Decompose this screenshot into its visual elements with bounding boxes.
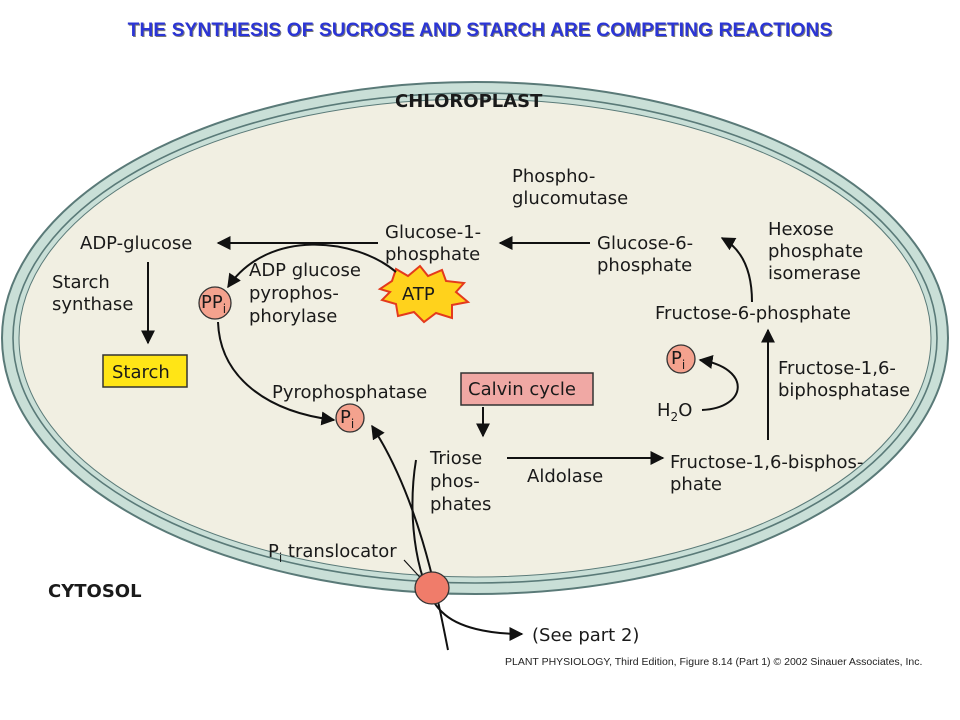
pyrophosphatase-label: Pyrophosphatase [272, 382, 427, 403]
atp-star [377, 264, 471, 324]
triose-phosphates-label-line3: phates [430, 494, 491, 515]
slide-title: THE SYNTHESIS OF SUCROSE AND STARCH ARE … [0, 20, 960, 42]
pi-circle-pyrophosphatase [335, 403, 365, 433]
atp-label: ATP [402, 284, 435, 305]
chloroplast-envelope [1, 81, 949, 595]
agpase-label-line3: phorylase [249, 306, 337, 327]
fbpase-label-line2: biphosphatase [778, 380, 910, 401]
arrow-cytosol-pi-import [371, 424, 449, 651]
agpase-label-line1: ADP glucose [249, 260, 361, 281]
slide-title-shadow: THE SYNTHESIS OF SUCROSE AND STARCH ARE … [128, 21, 834, 42]
figure-caption: PLANT PHYSIOLOGY, Third Edition, Figure … [505, 656, 922, 668]
adp-glucose-label: ADP-glucose [80, 233, 192, 254]
arrow-water-pi-release [698, 355, 739, 411]
arrow-triose-export [411, 459, 524, 641]
phosphoglucomutase-label-line2: glucomutase [512, 188, 628, 209]
pi-circle-fbpase [666, 344, 696, 374]
ppi-label: PPi [201, 292, 226, 316]
water-label: H2O [657, 400, 692, 424]
calvin-cycle-label: Calvin cycle [468, 379, 576, 400]
pi-translocator-label: Pi translocator [268, 541, 397, 565]
cytosol-label: CYTOSOL [48, 581, 142, 602]
aldolase-label: Aldolase [527, 466, 603, 487]
hexose-isomerase-label-line3: isomerase [768, 263, 861, 284]
starch-synthase-label-line2: synthase [52, 294, 133, 315]
agpase-label-line2: pyrophos- [249, 283, 339, 304]
atp-burst: ATP [377, 264, 471, 324]
see-part-2-label: (See part 2) [532, 625, 639, 646]
fructose-bisphosphate-label-line1: Fructose-1,6-bisphos- [670, 452, 863, 473]
starch-label: Starch [112, 362, 170, 383]
hexose-isomerase-label-line2: phosphate [768, 241, 863, 262]
pi-label-pyrophosphatase: Pi [340, 407, 354, 431]
inner-membrane [12, 92, 938, 584]
triose-phosphates-label-line2: phos- [430, 471, 480, 492]
starch-box [102, 354, 188, 388]
arrow-f6p-to-g6p [720, 237, 753, 303]
glucose-1-phosphate-label-line1: Glucose-1- [385, 222, 481, 243]
slide-title-text: THE SYNTHESIS OF SUCROSE AND STARCH ARE … [127, 20, 833, 41]
phosphoglucomutase-label-line1: Phospho- [512, 166, 595, 187]
pathway-arrows [141, 236, 775, 651]
glucose-6-phosphate-label-line2: phosphate [597, 255, 692, 276]
chloroplast-label: CHLOROPLAST [395, 91, 543, 112]
starch-synthase-label-line1: Starch [52, 272, 110, 293]
hexose-isomerase-label-line1: Hexose [768, 219, 834, 240]
pi-label-fbpase: Pi [671, 348, 685, 372]
pi-translocator-protein [414, 571, 450, 605]
fructose-bisphosphate-label-line2: phate [670, 474, 722, 495]
fbpase-label-line1: Fructose-1,6- [778, 358, 896, 379]
triose-phosphates-label-line1: Triose [429, 448, 482, 469]
calvin-cycle-box [460, 372, 594, 406]
ppi-circle [198, 286, 232, 320]
glucose-1-phosphate-label-line2: phosphate [385, 244, 480, 265]
stroma [18, 98, 932, 578]
arrow-agpase-ppi-release [227, 243, 397, 289]
fructose-6-phosphate-label: Fructose-6-phosphate [655, 303, 851, 324]
glucose-6-phosphate-label-line1: Glucose-6- [597, 233, 693, 254]
arrow-ppi-to-pi [217, 321, 336, 426]
